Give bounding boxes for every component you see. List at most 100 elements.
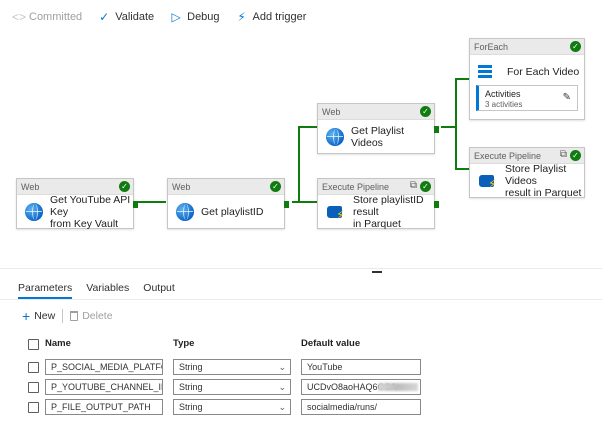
foreach-activities-box[interactable]: Activities 3 activities ✎ [476, 85, 578, 111]
activity-get-playlist-id[interactable]: Web ✓ Get playlistID [167, 178, 289, 229]
connector-vertical [298, 126, 300, 202]
activity-body: ⚡ Store Playlist Videos result in Parque… [470, 162, 584, 199]
connector-playlistid-to-videos [298, 126, 318, 128]
plus-icon: + [22, 308, 31, 324]
parameter-type-value: String [179, 382, 203, 392]
output-port[interactable] [434, 126, 439, 133]
activity-name-line1: Store Playlist Videos [505, 162, 567, 187]
parameter-type-select[interactable]: String ⌄ [173, 399, 291, 415]
parameter-name-input[interactable]: P_YOUTUBE_CHANNEL_ID [45, 379, 163, 395]
pipeline-canvas[interactable]: Web ✓ Get YouTube API Key from Key Vault… [0, 34, 602, 268]
execute-pipeline-icon: ⚡ [326, 202, 346, 222]
activity-body: Get YouTube API Key from Key Vault [17, 194, 133, 230]
activity-type-label: Execute Pipeline ⧉ ✓ [470, 148, 584, 164]
tab-variables[interactable]: Variables [86, 282, 130, 294]
parameter-default-input[interactable]: socialmedia/runs/ [301, 399, 421, 415]
committed-button[interactable]: <> Committed [12, 7, 82, 27]
inner-activities-count: 3 activities [485, 100, 523, 109]
activity-name-line2: result in Parquet [505, 186, 582, 199]
pipeline-toolbar: <> Committed ✓ Validate ▷ Debug ⚡ Add tr… [0, 0, 602, 34]
table-row: P_SOCIAL_MEDIA_PLATFORM String⌄ YouTube [0, 359, 602, 379]
activity-name: Get YouTube API Key from Key Vault [50, 194, 133, 230]
parameter-default-value: UCDvO8aoHAQ6OSA [307, 382, 397, 392]
open-external-icon[interactable]: ⧉ [409, 180, 417, 191]
parameter-type-value: String [179, 362, 203, 372]
activity-name-line2: in Parquet [353, 217, 401, 230]
checkmark-icon: ✓ [99, 10, 110, 24]
activity-type-label: ForEach ✓ [470, 39, 584, 55]
new-parameter-button[interactable]: + New [22, 308, 56, 324]
new-label: New [34, 310, 56, 322]
foreach-icon [478, 65, 492, 79]
connector-playlistid-to-store [292, 201, 318, 203]
properties-panel: Parameters Variables Output + New Delete… [0, 277, 602, 426]
success-check-icon: ✓ [119, 181, 130, 192]
output-port[interactable] [133, 201, 138, 208]
output-port[interactable] [434, 201, 439, 208]
activity-type-label: Execute Pipeline ⧉ ✓ [318, 179, 434, 195]
activity-get-playlist-videos[interactable]: Web ✓ Get Playlist Videos [317, 103, 439, 154]
debug-button[interactable]: ▷ Debug [170, 7, 220, 27]
delete-parameter-button[interactable]: Delete [70, 310, 113, 322]
tab-parameters[interactable]: Parameters [18, 277, 73, 299]
parameter-name-input[interactable]: P_FILE_OUTPUT_PATH [45, 399, 163, 415]
trigger-icon: ⚡ [237, 10, 246, 24]
command-separator [62, 309, 64, 323]
redacted-blur [378, 383, 418, 391]
activity-type: Web [21, 181, 40, 192]
activity-store-videos[interactable]: Execute Pipeline ⧉ ✓ ⚡ Store Playlist Vi… [469, 147, 585, 199]
activity-type: Execute Pipeline [474, 150, 542, 161]
activity-type: ForEach [474, 41, 509, 52]
success-check-icon: ✓ [270, 181, 281, 192]
add-trigger-button[interactable]: ⚡ Add trigger [236, 7, 307, 27]
inner-activities-title: Activities [485, 89, 521, 99]
tab-output[interactable]: Output [143, 282, 175, 294]
activity-type-label: Web ✓ [168, 179, 284, 195]
column-header-default: Default value [301, 338, 361, 349]
validate-label: Validate [115, 11, 155, 23]
add-trigger-label: Add trigger [252, 11, 307, 23]
activity-store-playlist-id[interactable]: Execute Pipeline ⧉ ✓ ⚡ Store playlistID … [317, 178, 439, 230]
success-check-icon: ✓ [420, 106, 431, 117]
parameter-type-value: String [179, 402, 203, 412]
row-checkbox[interactable] [28, 362, 39, 373]
parameter-default-input[interactable]: YouTube [301, 359, 421, 375]
row-checkbox[interactable] [28, 402, 39, 413]
web-globe-icon [326, 127, 344, 146]
chevron-down-icon: ⌄ [278, 402, 286, 412]
parameter-name-input[interactable]: P_SOCIAL_MEDIA_PLATFORM [45, 359, 163, 375]
activity-body: Get playlistID [168, 195, 284, 228]
select-all-checkbox[interactable] [28, 339, 39, 350]
activity-type-label: Web ✓ [318, 104, 434, 120]
connector-videos-to-store [455, 168, 469, 170]
activity-get-api-key[interactable]: Web ✓ Get YouTube API Key from Key Vault [16, 178, 138, 230]
execute-pipeline-icon: ⚡ [478, 171, 498, 191]
parameter-type-select[interactable]: String ⌄ [173, 379, 291, 395]
activity-type: Web [172, 181, 191, 192]
output-port[interactable] [284, 201, 289, 208]
web-globe-icon [25, 202, 43, 221]
activity-name: Store playlistID result in Parquet [353, 194, 434, 230]
splitter-grip-icon[interactable] [372, 271, 382, 273]
play-icon: ▷ [171, 10, 181, 24]
success-check-icon: ✓ [570, 150, 581, 161]
table-row: P_FILE_OUTPUT_PATH String ⌄ socialmedia/r… [0, 399, 602, 419]
parameter-commands: + New Delete [22, 309, 113, 323]
validate-button[interactable]: ✓ Validate [98, 7, 154, 27]
connector-videos-to-foreach [455, 78, 469, 80]
edit-pencil-icon[interactable]: ✎ [562, 92, 571, 103]
web-globe-icon [176, 202, 194, 221]
commit-icon: <> [12, 10, 27, 24]
parameter-type-select[interactable]: String⌄ [173, 359, 291, 375]
activity-body: ⚡ Store playlistID result in Parquet [318, 194, 434, 230]
chevron-down-icon: ⌄ [278, 382, 286, 392]
activity-type: Web [322, 106, 341, 117]
open-external-icon[interactable]: ⧉ [559, 149, 567, 160]
row-checkbox[interactable] [28, 382, 39, 393]
panel-splitter[interactable] [0, 268, 602, 269]
activity-foreach[interactable]: ForEach ✓ For Each Video Activities 3 ac… [469, 38, 585, 120]
parameters-header-row: Name Type Default value [0, 337, 602, 353]
parameter-default-input[interactable]: UCDvO8aoHAQ6OSA [301, 379, 421, 395]
activity-type: Execute Pipeline [322, 181, 390, 192]
activity-name-line2: from Key Vault [50, 217, 119, 230]
